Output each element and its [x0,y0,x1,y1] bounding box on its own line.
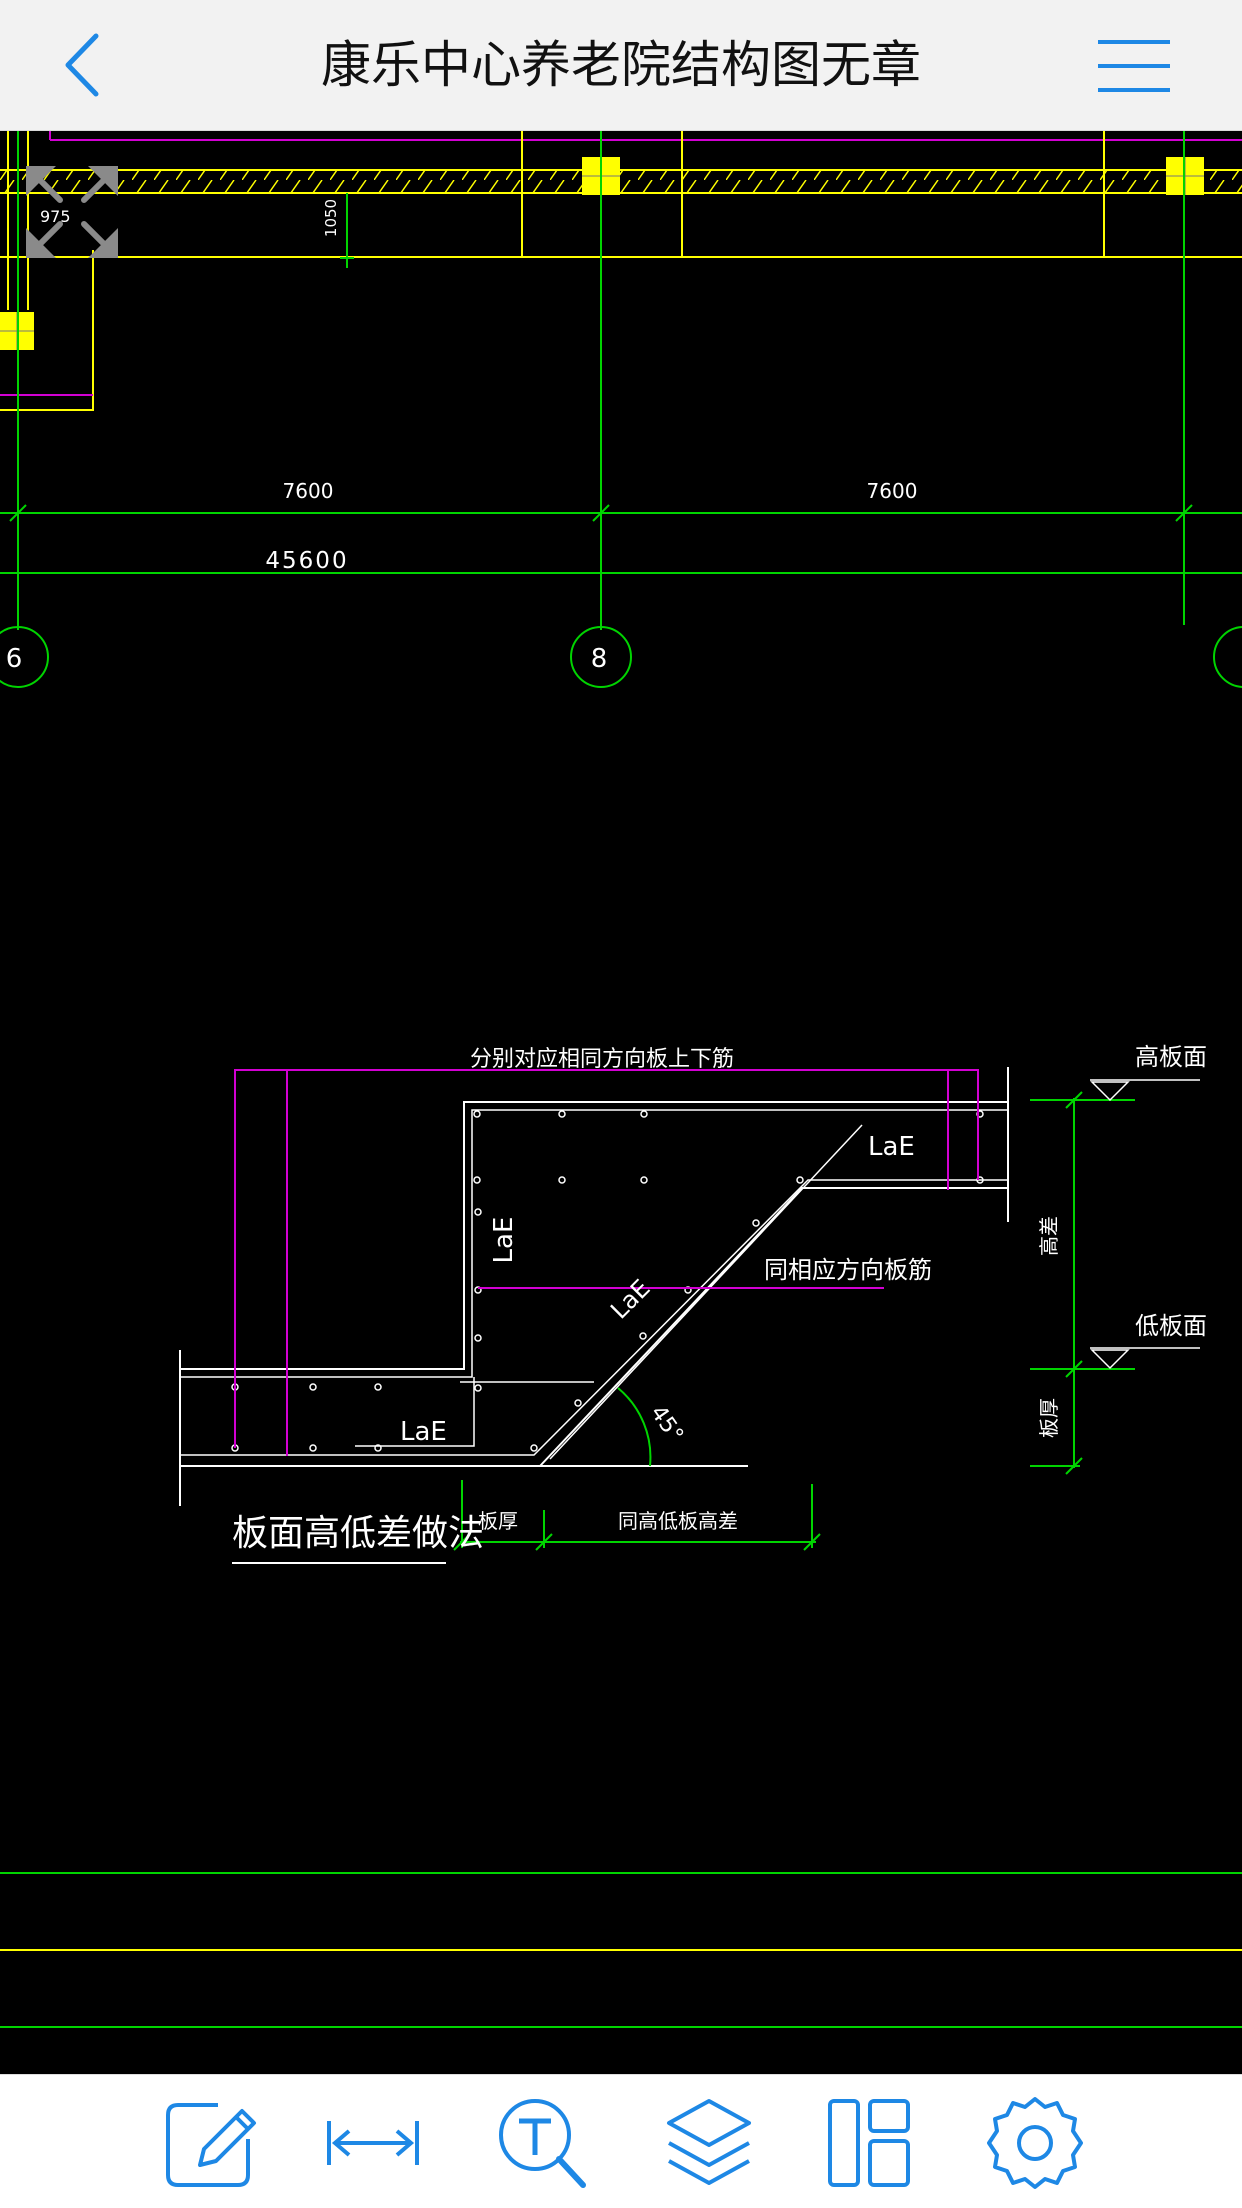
text-search-button[interactable] [493,2093,593,2193]
bottom-height-diff-label: 同高低板高差 [618,1509,738,1533]
bottom-slab-thickness-label: 板厚 [478,1509,518,1533]
top-rebar-note: 分别对应相同方向板上下筋 [470,1047,734,1072]
back-button[interactable] [52,28,122,103]
axis-label-8: 8 [591,644,608,674]
menu-button[interactable] [1090,32,1180,102]
layers-icon [667,2099,751,2185]
dim-7600-a: 7600 [283,479,334,503]
cad-drawing: 1050 975 7600 7600 45600 6 8 [0,131,1242,2028]
drawing-canvas[interactable]: 1050 975 7600 7600 45600 6 8 [0,131,1242,2074]
layout-button[interactable] [820,2093,920,2193]
side-rebar-note: 同相应方向板筋 [764,1256,932,1284]
right-slab-thickness-label: 板厚 [1037,1398,1061,1438]
hamburger-menu-icon [1098,40,1170,92]
edit-button[interactable] [160,2093,260,2193]
right-height-diff-label: 高差 [1037,1216,1061,1256]
dim-45600: 45600 [265,548,348,574]
top-navigation-bar: 康乐中心养老院结构图无章 [0,0,1242,131]
page-title: 康乐中心养老院结构图无章 [321,36,921,94]
measure-icon [327,2121,419,2165]
settings-icon [987,2097,1083,2189]
angle-label: 45° [645,1401,688,1447]
layout-icon [828,2099,910,2187]
lae-label-top: LaE [868,1132,915,1162]
axis-label-6: 6 [6,644,23,674]
lae-label-bottom: LaE [400,1417,447,1447]
low-slab-label: 低板面 [1135,1312,1207,1340]
plan-section-bottom [0,1872,1242,2028]
grid-axes: 7600 7600 45600 6 8 [0,131,1242,688]
high-slab-label: 高板面 [1135,1043,1207,1071]
edit-icon [166,2103,256,2187]
settings-button[interactable] [985,2093,1085,2193]
detail-title: 板面高低差做法 [232,1513,484,1554]
dim-975: 975 [40,207,71,226]
chevron-left-icon [65,33,99,97]
slab-step-detail: 板面高低差做法 分别对应相同方向板上下筋 同相应方向板筋 LaE LaE LaE… [179,1043,1207,1564]
bottom-toolbar [0,2074,1242,2208]
fullscreen-button[interactable] [22,162,122,262]
lae-label-diagonal: LaE [605,1274,655,1324]
lae-label-vertical: LaE [489,1217,519,1264]
dim-1050: 1050 [322,199,340,237]
text-search-icon [499,2099,586,2188]
measure-button[interactable] [323,2093,423,2193]
fullscreen-icon [26,166,118,258]
layers-button[interactable] [659,2093,759,2193]
plan-section-top: 1050 975 [0,131,1242,411]
dim-7600-b: 7600 [867,479,918,503]
